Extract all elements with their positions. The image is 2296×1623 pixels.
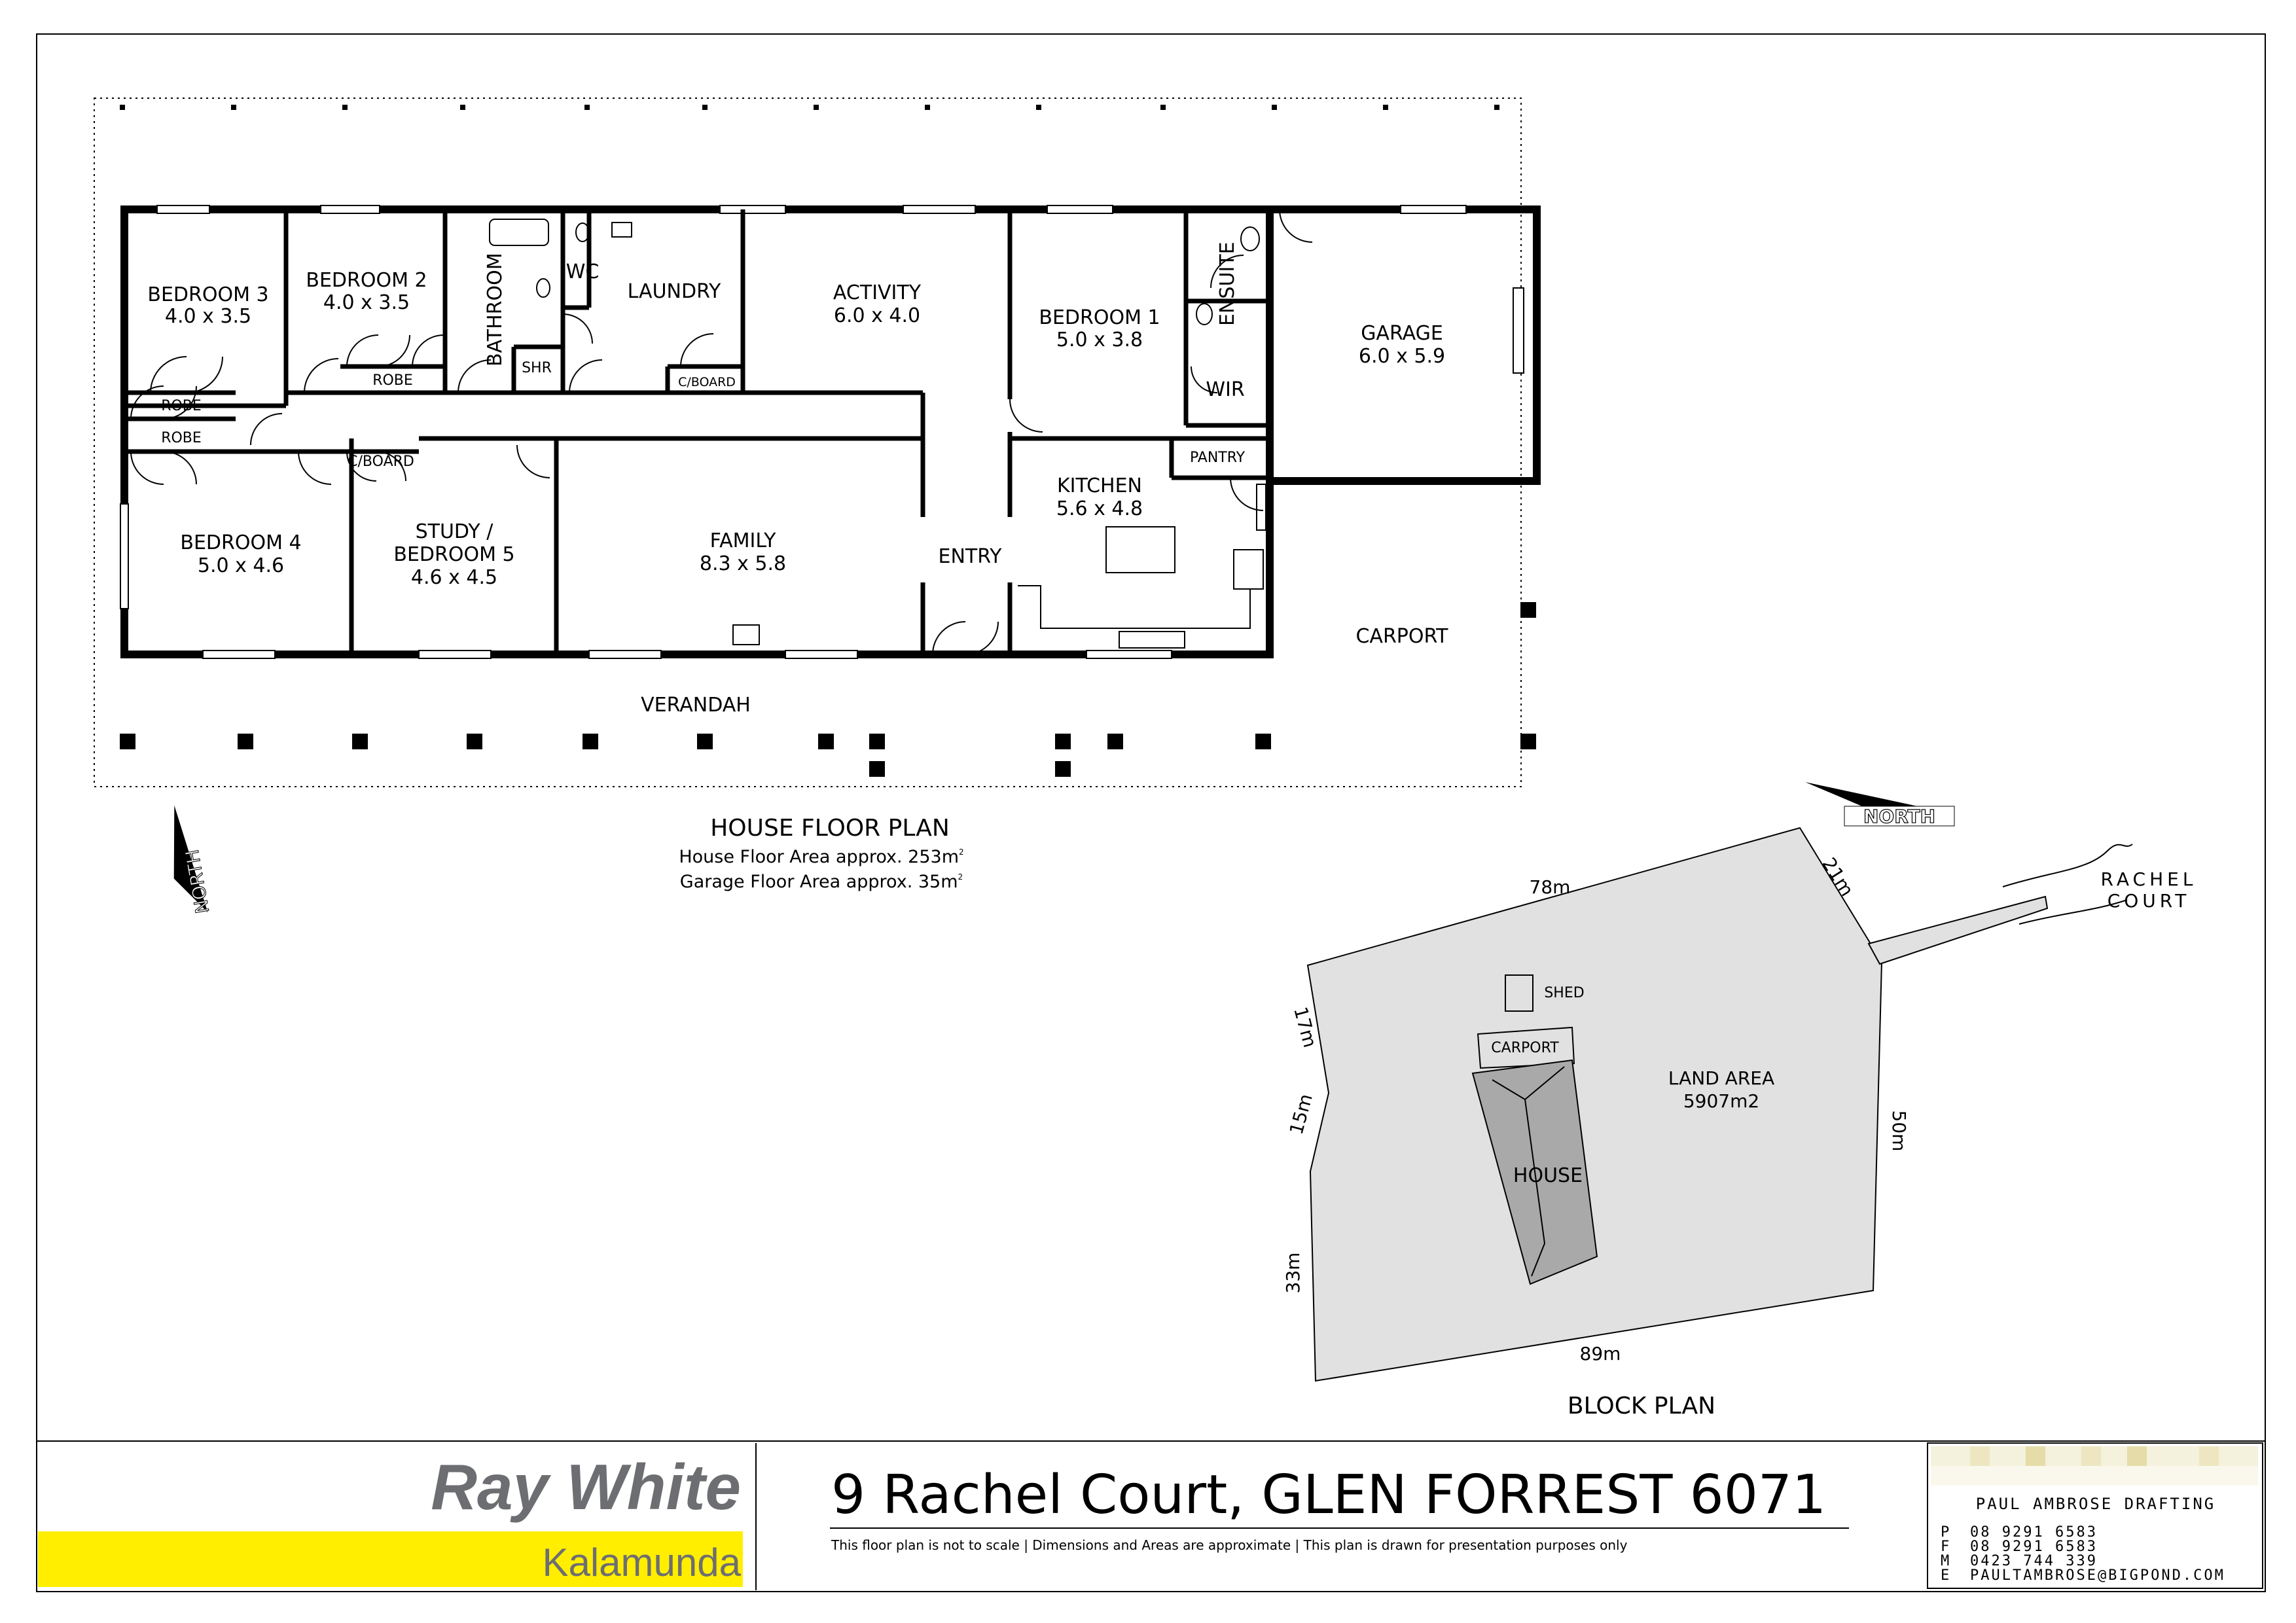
verandah-top-posts [120, 105, 1499, 110]
room-labels: BEDROOM 3 4.0 x 3.5 BEDROOM 2 4.0 x 3.5 … [147, 241, 1448, 717]
bed2-name: BEDROOM 2 [306, 269, 427, 292]
study-name-2: BEDROOM 5 [393, 543, 514, 566]
robe-label-2: ROBE [161, 430, 202, 446]
land-area-label: LAND AREA [1668, 1067, 1774, 1089]
bed1-name: BEDROOM 1 [1039, 306, 1160, 329]
windows [120, 205, 1524, 659]
brand-yellow-band [38, 1531, 743, 1587]
cboard-label-1: C/BOARD [678, 375, 736, 389]
sheet-border [36, 33, 2266, 1592]
garage-area: Garage Floor Area approx. 35m [680, 872, 958, 892]
kitchen-name: KITCHEN [1057, 474, 1142, 497]
cboard-label-2: C/BOARD [348, 454, 414, 470]
house-roof-lines-2 [1524, 1066, 1565, 1100]
driveway [1867, 895, 2049, 965]
carport-outline [1477, 1026, 1575, 1069]
house-exterior-walls [120, 205, 1274, 658]
bed2-size: 4.0 x 3.5 [323, 291, 410, 314]
drafter-name: PAUL AMBROSE DRAFTING [1976, 1495, 2215, 1513]
dim-right: 50m [1888, 1111, 1910, 1152]
bed1-size: 5.0 x 3.8 [1056, 329, 1143, 351]
verandah-label: VERANDAH [641, 694, 751, 717]
family-name: FAMILY [710, 529, 776, 552]
study-size: 4.6 x 4.5 [411, 566, 497, 589]
street-edge-bottom [2018, 899, 2128, 925]
entry-label: ENTRY [939, 545, 1003, 568]
brand-name: Ray White [431, 1451, 741, 1523]
block-plan-title: BLOCK PLAN [1568, 1393, 1715, 1419]
wc-name: WC [566, 260, 600, 283]
pantry-label: PANTRY [1190, 450, 1246, 466]
contact-m-value: 0423 744 339 [1970, 1553, 2098, 1569]
house-roof-lines [1492, 1079, 1546, 1277]
study-name: STUDY / [416, 520, 494, 543]
bed4-size: 5.0 x 4.6 [198, 554, 284, 577]
street-edge-top [2002, 844, 2133, 887]
ensuite-name: ENSUITE [1216, 241, 1239, 326]
floor-plan-north-icon: NORTH [173, 805, 214, 916]
activity-size: 6.0 x 4.0 [834, 304, 920, 327]
contact-f-label: F [1941, 1539, 1951, 1555]
house-area-sup: 2 [959, 847, 964, 857]
footer: Ray White Kalamunda 9 Rachel Court, GLEN… [37, 1440, 2265, 1590]
house-floor-plan: BEDROOM 3 4.0 x 3.5 BEDROOM 2 4.0 x 3.5 … [94, 98, 1541, 916]
bed4-name: BEDROOM 4 [180, 531, 301, 554]
bathroom-fixtures [489, 219, 1260, 645]
garage-area-text: Garage Floor Area approx. 35m2 [680, 872, 963, 892]
kitchen-size: 5.6 x 4.8 [1056, 497, 1143, 520]
robe-label-1: ROBE [161, 398, 202, 414]
land-area-value: 5907m2 [1683, 1090, 1759, 1112]
laundry-name: LAUNDRY [628, 280, 721, 303]
house-area: House Floor Area approx. 253m [679, 847, 959, 867]
dim-left-mid: 15m [1285, 1092, 1317, 1137]
garage-area-sup: 2 [958, 872, 963, 882]
carport-label: CARPORT [1355, 625, 1448, 648]
activity-name: ACTIVITY [833, 281, 922, 304]
interior-walls [124, 209, 1270, 654]
wir-name: WIR [1206, 378, 1244, 401]
contact-e-label: E [1941, 1567, 1951, 1584]
street-name-2: COURT [2108, 890, 2191, 912]
ray-white-logo: Ray White Kalamunda [38, 1443, 758, 1590]
contact-f-value: 08 9291 6583 [1970, 1539, 2098, 1555]
block-house-label: HOUSE [1513, 1164, 1583, 1187]
land-parcel [1306, 827, 1883, 1382]
shed-outline [1505, 974, 1534, 1012]
shr-name: SHR [522, 360, 552, 376]
contact-e-value: PAULTAMBROSE@BIGPOND.COM [1970, 1567, 2225, 1584]
contact-p-label: P [1941, 1524, 1951, 1541]
street-name-1: RACHEL [2101, 868, 2197, 890]
block-plan: SHED CARPORT HOUSE LAND AREA 5907m2 78m … [1282, 782, 2197, 1419]
bed3-size: 4.0 x 3.5 [165, 305, 251, 328]
dim-bottom: 89m [1580, 1343, 1621, 1364]
family-size: 8.3 x 5.8 [700, 552, 786, 575]
robe-label-3: ROBE [372, 372, 413, 389]
dim-top: 78m [1530, 876, 1571, 898]
office-name: Kalamunda [542, 1541, 741, 1584]
house-area-text: House Floor Area approx. 253m2 [679, 847, 963, 867]
garage-name: GARAGE [1361, 322, 1443, 345]
garage-size: 6.0 x 5.9 [1359, 345, 1445, 368]
contact-m-label: M [1941, 1553, 1951, 1569]
verandah-outline [94, 98, 1522, 787]
bathroom-name: BATHROOM [484, 253, 507, 366]
block-shed-label: SHED [1544, 985, 1584, 1001]
contact-p-value: 08 9291 6583 [1970, 1524, 2098, 1541]
drafter-panel: PAUL AMBROSE DRAFTING P 08 9291 6583 F 0… [1927, 1442, 2263, 1589]
kitchen-fixtures [1018, 484, 1266, 649]
verandah-bottom-posts [120, 602, 1536, 777]
floor-plan-title: HOUSE FLOOR PLAN [710, 815, 950, 842]
block-north-label: NORTH [1863, 806, 1935, 827]
floor-plan-north-label: NORTH [181, 848, 214, 916]
bed3-name: BEDROOM 3 [147, 283, 268, 306]
property-address: 9 Rachel Court, GLEN FORREST 6071 [831, 1464, 1826, 1526]
disclaimer: This floor plan is not to scale | Dimens… [831, 1537, 1628, 1553]
dim-left-bottom: 33m [1282, 1253, 1304, 1294]
block-north-icon: NORTH [1805, 782, 1955, 828]
block-carport-label: CARPORT [1491, 1040, 1559, 1056]
door-swings [130, 209, 1313, 655]
